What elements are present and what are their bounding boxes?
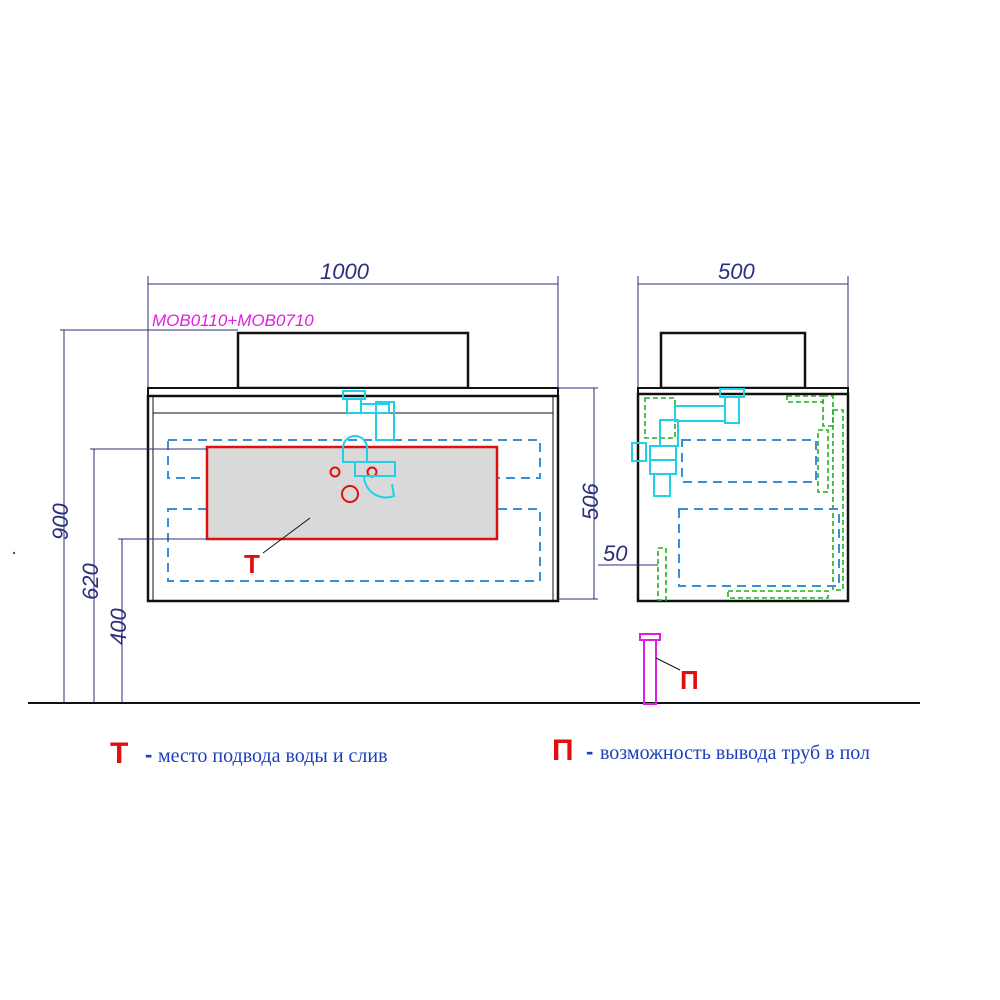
side-washbasin	[659, 331, 807, 390]
drain-outlet	[341, 485, 359, 503]
side-drawer-lower	[678, 508, 840, 587]
side-view: 500 50	[558, 259, 850, 705]
rail-front	[817, 429, 829, 493]
front-washbasin	[236, 331, 470, 390]
cabinet-height-label: 506	[578, 483, 603, 520]
side-siphon-valve	[631, 442, 647, 462]
side-siphon-pipe	[674, 405, 726, 422]
height-total-label: 900	[48, 503, 73, 540]
front-view: 1000 MOB0110+MOB0710 Т	[48, 259, 560, 703]
connection-leader	[262, 517, 311, 554]
front-drawer-upper	[167, 439, 541, 479]
floor-outlet-leader	[655, 657, 681, 671]
connection-zone	[205, 445, 499, 541]
height-400-label: 400	[106, 608, 131, 645]
siphon-nut	[375, 401, 395, 441]
stray-dot	[12, 551, 16, 555]
water-inlet-left	[329, 466, 341, 478]
side-rails	[644, 395, 844, 601]
legend-item-floor-outlet: П - возможность вывода труб в пол	[552, 734, 870, 767]
rail-bottom	[727, 590, 829, 599]
rail-front-upper	[822, 395, 834, 427]
side-siphon	[631, 388, 745, 497]
front-cabinet	[146, 394, 560, 603]
offset-label: 50	[603, 541, 628, 566]
legend-mark-connection: Т	[110, 737, 128, 770]
rail-top	[786, 395, 824, 403]
legend-item-connection: Т - место подвода воды и слив	[110, 737, 388, 770]
height-620-label: 620	[78, 563, 103, 600]
legend: Т - место подвода воды и слив П - возмож…	[110, 734, 870, 770]
rail-back-lower	[657, 547, 667, 601]
side-drawer-upper	[681, 439, 817, 483]
model-label: MOB0110+MOB0710	[152, 311, 314, 330]
connection-mark: Т	[244, 549, 260, 579]
front-width-label: 1000	[320, 259, 370, 284]
floor-outlet-pipe	[643, 639, 657, 705]
legend-text-floor-outlet: возможность вывода труб в пол	[600, 742, 870, 764]
side-cabinet	[636, 392, 850, 603]
siphon-curve	[363, 475, 396, 499]
legend-mark-floor-outlet: П	[552, 734, 574, 767]
floor-outlet-mark: П	[680, 665, 699, 695]
front-siphon	[342, 390, 396, 499]
side-depth-label: 500	[718, 259, 755, 284]
side-siphon-bottom	[653, 473, 671, 497]
rail-front-lower	[832, 409, 844, 591]
siphon-bend	[342, 435, 368, 463]
side-siphon-drop	[724, 396, 740, 424]
legend-separator-floor-outlet: -	[586, 739, 593, 764]
legend-text-connection: место подвода воды и слив	[158, 745, 388, 767]
siphon-body	[346, 398, 362, 414]
siphon-trap	[354, 461, 396, 477]
floor-outlet	[639, 633, 661, 705]
legend-separator-connection: -	[145, 742, 152, 767]
